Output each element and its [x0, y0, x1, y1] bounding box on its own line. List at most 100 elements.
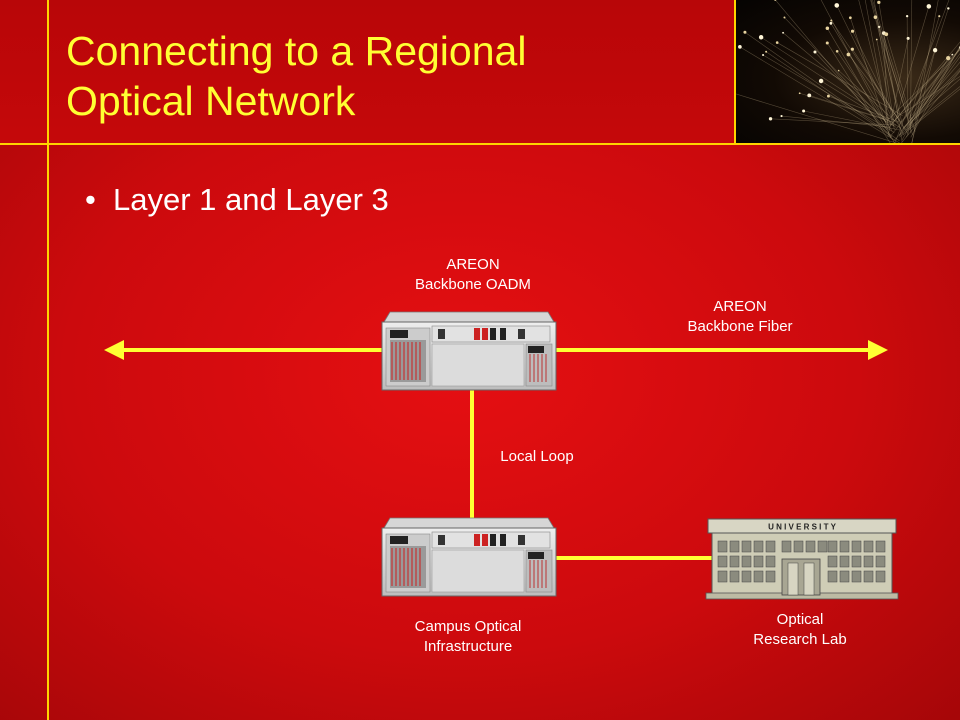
- fiber-strand: [910, 45, 960, 138]
- fiber-strand: [782, 32, 895, 127]
- fiber-strand: [777, 42, 903, 116]
- fiber-strand: [838, 70, 899, 124]
- local-loop-label: Local Loop: [500, 448, 574, 465]
- building-window: [729, 555, 740, 568]
- fiber-strand: [911, 47, 960, 117]
- fiber-tip: [829, 21, 833, 25]
- fiber-tip: [802, 109, 806, 113]
- fiber-tip: [848, 16, 852, 20]
- fiber-strand: [739, 46, 901, 143]
- building-window: [827, 555, 838, 568]
- backbone-oadm-device-icon: [381, 311, 557, 391]
- bullet-dot: •: [85, 182, 96, 217]
- fiber-tip: [850, 29, 855, 33]
- campus-label-line-1: Campus Optical: [414, 618, 522, 635]
- fiber-strand: [888, 48, 960, 120]
- building-window: [765, 540, 776, 553]
- fiber-strand: [899, 88, 960, 138]
- fiber-tip: [938, 15, 941, 18]
- fiber-tip: [835, 49, 839, 53]
- building-window: [875, 540, 886, 553]
- fiber-strand: [736, 93, 898, 143]
- fiber-strand: [850, 17, 891, 139]
- slide-title: Connecting to a Regional Optical Network: [66, 26, 726, 126]
- fiber-strand: [870, 0, 904, 130]
- fiber-strand: [901, 70, 960, 143]
- fiber-tip: [877, 25, 881, 29]
- fiber-tip: [780, 114, 783, 118]
- fiber-strand: [820, 80, 897, 128]
- fiber-strand: [898, 86, 960, 137]
- fiber-tip: [807, 93, 812, 98]
- fiber-tip: [818, 78, 824, 84]
- fiber-strand: [888, 41, 960, 128]
- fiber-strand: [899, 76, 960, 116]
- fiber-tip: [782, 31, 785, 34]
- fiber-strand: [820, 0, 887, 125]
- fiber-tip: [743, 30, 747, 34]
- fiber-tip: [877, 0, 881, 5]
- fiber-label-line-2: Backbone Fiber: [687, 318, 793, 335]
- fiber-strand: [762, 54, 895, 133]
- fiber-tip: [926, 4, 932, 9]
- fiber-strand: [852, 49, 899, 119]
- university-building-icon: U N I V E R S I T Y: [705, 518, 899, 600]
- fiber-strand: [911, 50, 936, 143]
- fiber-optics-photo: [736, 0, 960, 143]
- building-window: [729, 570, 740, 583]
- building-window: [793, 540, 804, 553]
- fiber-strand: [864, 0, 890, 130]
- fiber-strand: [875, 17, 910, 123]
- fiber-strand: [781, 115, 888, 127]
- fiber-strand: [744, 31, 900, 142]
- fiber-tip: [813, 50, 817, 54]
- building-window: [781, 540, 792, 553]
- fiber-strand: [827, 42, 891, 143]
- fiber-strand: [836, 5, 892, 117]
- building-sign-text: U N I V E R S I T Y: [768, 523, 837, 532]
- building-window: [827, 540, 838, 553]
- fiber-strand: [852, 31, 904, 135]
- fiber-tip: [758, 35, 764, 40]
- fiber-strand: [765, 51, 893, 138]
- building-window: [741, 555, 752, 568]
- fiber-strand: [770, 118, 897, 126]
- fiber-tip: [884, 32, 889, 37]
- building-window: [729, 540, 740, 553]
- building-window: [817, 540, 828, 553]
- building-window: [851, 555, 862, 568]
- fiber-tip: [798, 92, 801, 95]
- fiber-tip: [774, 0, 777, 1]
- fiber-tip: [932, 48, 938, 53]
- fiber-tip: [905, 14, 909, 18]
- fiber-strand: [836, 51, 893, 132]
- left-margin-line: [47, 0, 49, 720]
- lab-label-line-1: Optical: [776, 611, 824, 628]
- fiber-tip: [738, 45, 742, 49]
- building-window: [851, 570, 862, 583]
- bullet-item: • Layer 1 and Layer 3: [85, 182, 389, 218]
- right-arrowhead-icon: [868, 340, 888, 360]
- fiber-tip: [951, 53, 954, 56]
- fiber-tip: [837, 69, 840, 72]
- left-arrowhead-icon: [104, 340, 124, 360]
- fiber-tip: [946, 55, 951, 61]
- fiber-strand: [831, 20, 910, 135]
- campus-optical-device-icon: [381, 517, 557, 597]
- fiber-strand: [799, 92, 894, 123]
- fiber-strand: [910, 0, 913, 134]
- lab-label-line-2: Research Lab: [753, 631, 847, 648]
- fiber-strand: [905, 56, 960, 131]
- bullet-text: Layer 1 and Layer 3: [113, 182, 389, 217]
- fiber-tip: [834, 3, 840, 8]
- building-window: [863, 540, 874, 553]
- fiber-label: AREON Backbone Fiber: [650, 297, 830, 337]
- oadm-label-line-2: Backbone OADM: [415, 276, 531, 293]
- fiber-tip: [850, 47, 854, 51]
- building-window: [875, 570, 886, 583]
- lab-label: Optical Research Lab: [720, 610, 880, 650]
- fiber-tip: [846, 52, 851, 57]
- fiber-strand: [830, 23, 889, 120]
- fiber-strand: [760, 36, 902, 129]
